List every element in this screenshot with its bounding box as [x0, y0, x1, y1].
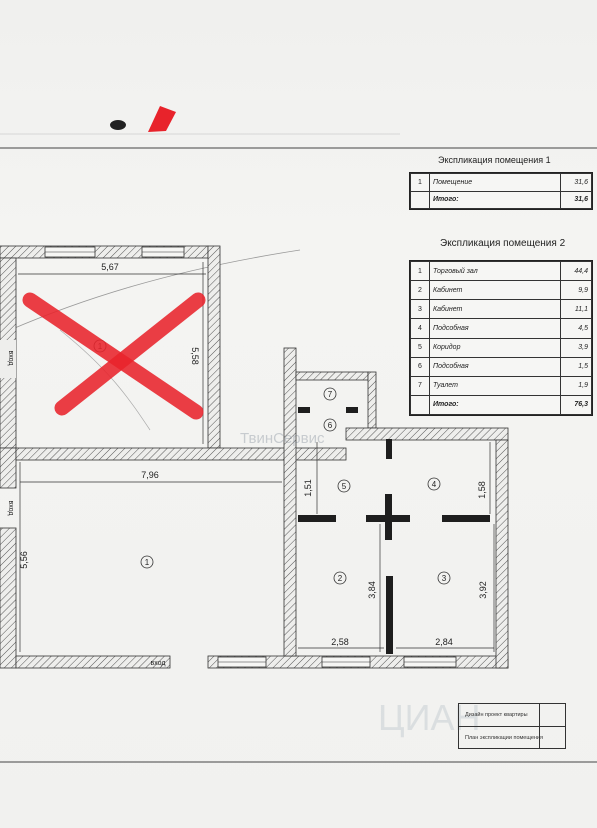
title-block-line1: Дизайн проект квартиры: [465, 712, 528, 718]
drawing-title-block: Дизайн проект квартиры План экспликации …: [458, 703, 566, 749]
explication-table-1: 1 Помещение 31,6 Итого: 31,6: [409, 172, 593, 210]
table-row: 2 Кабинет 9,9: [410, 280, 592, 301]
dim-room1-height: 5,58: [190, 347, 200, 365]
dim-room3-width: 2,84: [435, 637, 453, 647]
table1-title: Экспликация помещения 1: [438, 155, 551, 165]
room-marker-5: 5: [337, 479, 351, 493]
watermark-brand: ТвинСервис: [240, 430, 325, 447]
dim-room2-height: 3,84: [367, 581, 377, 599]
svg-text:4: 4: [432, 480, 437, 489]
explication-table-2: 1 Торговый зал 44,4 2 Кабинет 9,9 3 Каби…: [409, 260, 593, 416]
table-row: 1 Торговый зал 44,4: [410, 260, 592, 282]
table-row: 1 Помещение 31,6: [410, 173, 592, 192]
dim-corridor-height: 1,51: [303, 479, 313, 497]
dim-room4-height: 1,58: [477, 481, 487, 499]
hall-walls: [0, 347, 509, 669]
dim-room1-width: 5,67: [101, 262, 119, 272]
room-marker-3: 3: [437, 571, 451, 585]
door-gap: [0, 340, 16, 378]
room-marker-hall: 1: [140, 555, 154, 569]
table-row: 4 Подсобная 4,5: [410, 318, 592, 339]
svg-text:7: 7: [328, 390, 333, 399]
entrance-label: вход: [151, 660, 166, 667]
title-block-line2: План экспликации помещения: [465, 735, 543, 741]
svg-text:3: 3: [442, 574, 447, 583]
red-mark: [148, 106, 176, 132]
pencil-scribble: [9, 249, 301, 331]
svg-text:6: 6: [328, 421, 333, 430]
pencil-scribble: [59, 329, 151, 431]
table-total-row: Итого: 31,6: [410, 190, 592, 209]
room-marker-4: 4: [427, 477, 441, 491]
entrance-label: вход: [7, 351, 14, 366]
table-row: 5 Коридор 3,9: [410, 337, 592, 358]
dim-room2-width: 2,58: [331, 637, 349, 647]
dimension-lines: [18, 262, 495, 652]
table-row: 3 Кабинет 11,1: [410, 299, 592, 320]
dim-hall-width: 7,96: [141, 470, 159, 480]
dark-mark: [110, 120, 126, 130]
room-marker-7: 7: [323, 387, 337, 401]
table-total-row: Итого: 76,3: [410, 394, 592, 416]
dim-room3-height: 3,92: [478, 581, 488, 599]
table-row: 6 Подсобная 1,5: [410, 356, 592, 377]
room-marker-6: 6: [323, 418, 337, 432]
svg-text:2: 2: [338, 574, 343, 583]
entrance-label: вход: [7, 501, 14, 516]
red-cross-mark: [22, 292, 206, 420]
table2-title: Экспликация помещения 2: [440, 238, 566, 249]
room-marker-2: 2: [333, 571, 347, 585]
dim-hall-height: 5,56: [19, 551, 29, 569]
svg-text:5: 5: [342, 482, 347, 491]
table-row: 7 Туалет 1,9: [410, 375, 592, 396]
new-partitions: [298, 407, 490, 654]
svg-text:1: 1: [145, 558, 150, 567]
